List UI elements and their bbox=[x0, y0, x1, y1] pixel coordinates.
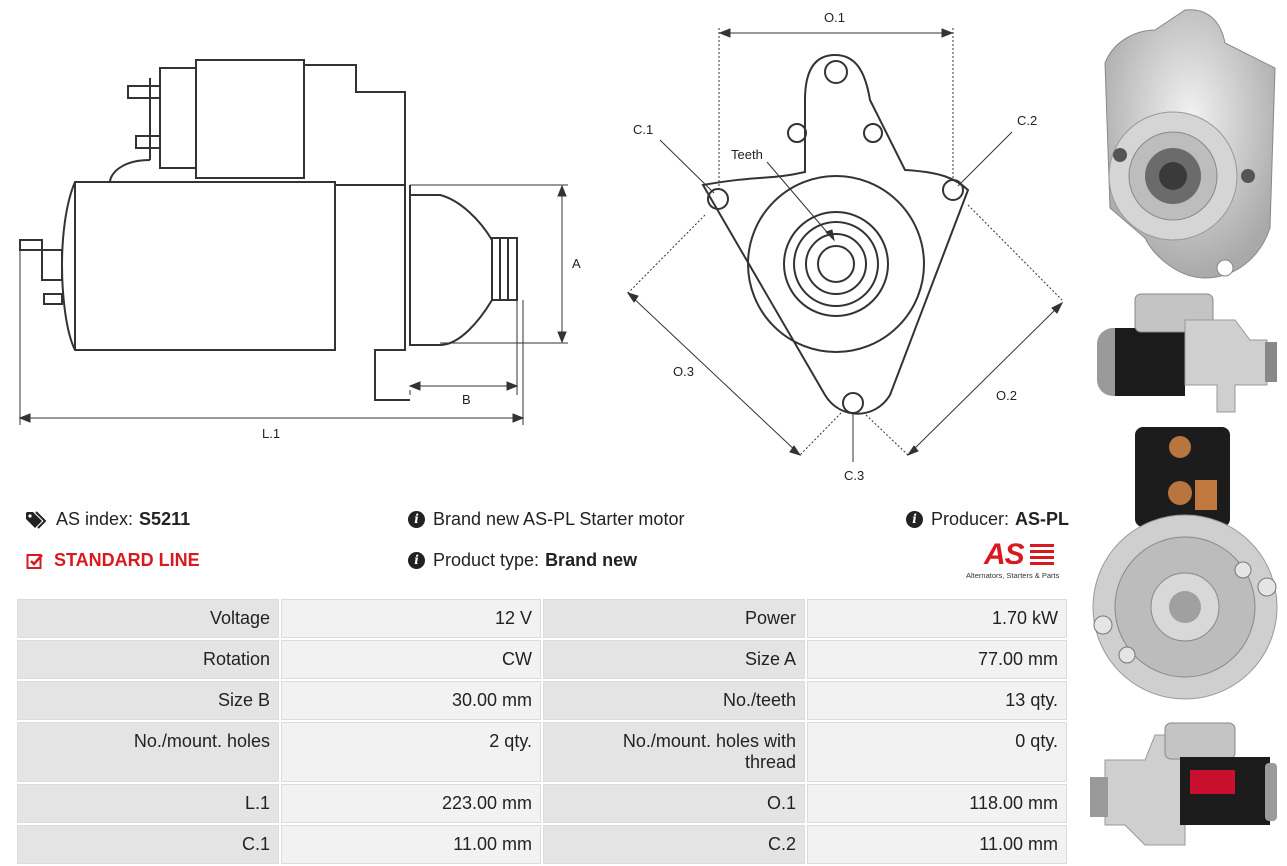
description-line: i Brand new AS-PL Starter motor bbox=[408, 509, 684, 530]
info-icon: i bbox=[408, 552, 425, 569]
table-row: C.1 11.00 mm C.2 11.00 mm bbox=[17, 825, 1067, 864]
spec-value: 223.00 mm bbox=[281, 784, 541, 823]
spec-value: 12 V bbox=[281, 599, 541, 638]
as-pl-logo: AS Alternators, Starters & Parts bbox=[966, 540, 1068, 582]
side-view-dimensions bbox=[18, 184, 568, 425]
spec-label: Power bbox=[543, 599, 805, 638]
technical-drawings: A B L.1 O.1 C.1 bbox=[0, 0, 1080, 495]
table-row: No./mount. holes 2 qty. No./mount. holes… bbox=[17, 722, 1067, 782]
info-icon: i bbox=[906, 511, 923, 528]
spec-value: 118.00 mm bbox=[807, 784, 1067, 823]
spec-value: 30.00 mm bbox=[281, 681, 541, 720]
producer-line: i Producer: AS-PL bbox=[906, 509, 1069, 530]
spec-label: L.1 bbox=[17, 784, 279, 823]
spec-label: Rotation bbox=[17, 640, 279, 679]
standard-line-badge: STANDARD LINE bbox=[26, 550, 200, 571]
table-row: Voltage 12 V Power 1.70 kW bbox=[17, 599, 1067, 638]
producer-value: AS-PL bbox=[1015, 509, 1070, 529]
spec-label: Size A bbox=[543, 640, 805, 679]
product-type-value: Brand new bbox=[545, 550, 638, 570]
label-l1: L.1 bbox=[262, 426, 280, 441]
spec-value: 77.00 mm bbox=[807, 640, 1067, 679]
product-type-line: i Product type: Brand new bbox=[408, 550, 637, 571]
photo-side-view-top[interactable] bbox=[1085, 290, 1285, 415]
as-index-value: S5211 bbox=[139, 509, 191, 529]
photo-front-view[interactable] bbox=[1085, 8, 1285, 293]
front-view-dimensions bbox=[626, 28, 1064, 462]
check-square-icon bbox=[26, 553, 43, 569]
photo-side-view-bottom[interactable] bbox=[1085, 715, 1285, 860]
description-text: Brand new AS-PL Starter motor bbox=[433, 509, 685, 529]
label-o2: O.2 bbox=[996, 388, 1017, 403]
spec-value: 0 qty. bbox=[807, 722, 1067, 782]
label-o3: O.3 bbox=[673, 364, 694, 379]
label-b: B bbox=[462, 392, 471, 407]
spec-label: C.1 bbox=[17, 825, 279, 864]
standard-line-text: STANDARD LINE bbox=[54, 550, 200, 570]
label-c3: C.3 bbox=[844, 468, 864, 483]
as-index-label: AS index: bbox=[56, 509, 134, 529]
photo-rear-view[interactable] bbox=[1085, 425, 1285, 705]
specs-table: Voltage 12 V Power 1.70 kW Rotation CW S… bbox=[15, 597, 1069, 866]
label-a: A bbox=[572, 256, 581, 271]
product-type-label: Product type: bbox=[433, 550, 540, 570]
spec-label: Voltage bbox=[17, 599, 279, 638]
front-view-drawing bbox=[701, 53, 970, 415]
product-photos bbox=[1085, 0, 1287, 860]
spec-value: CW bbox=[281, 640, 541, 679]
spec-value: 2 qty. bbox=[281, 722, 541, 782]
label-c1: C.1 bbox=[633, 122, 653, 137]
logo-stripes bbox=[1030, 544, 1054, 566]
spec-label: No./mount. holes with thread bbox=[543, 722, 805, 782]
spec-label: O.1 bbox=[543, 784, 805, 823]
logo-tagline: Alternators, Starters & Parts bbox=[966, 571, 1060, 580]
producer-label: Producer: bbox=[931, 509, 1010, 529]
side-view-drawing bbox=[19, 59, 518, 401]
as-index-line: AS index: S5211 bbox=[26, 509, 190, 530]
logo-mark: AS bbox=[984, 538, 1025, 571]
table-row: L.1 223.00 mm O.1 118.00 mm bbox=[17, 784, 1067, 823]
label-o1: O.1 bbox=[824, 10, 845, 25]
spec-label: No./teeth bbox=[543, 681, 805, 720]
spec-value: 11.00 mm bbox=[281, 825, 541, 864]
spec-label: Size B bbox=[17, 681, 279, 720]
spec-value: 1.70 kW bbox=[807, 599, 1067, 638]
spec-label: No./mount. holes bbox=[17, 722, 279, 782]
label-teeth: Teeth bbox=[731, 147, 763, 162]
info-icon: i bbox=[408, 511, 425, 528]
spec-value: 11.00 mm bbox=[807, 825, 1067, 864]
spec-value: 13 qty. bbox=[807, 681, 1067, 720]
table-row: Rotation CW Size A 77.00 mm bbox=[17, 640, 1067, 679]
table-row: Size B 30.00 mm No./teeth 13 qty. bbox=[17, 681, 1067, 720]
spec-label: C.2 bbox=[543, 825, 805, 864]
label-c2: C.2 bbox=[1017, 113, 1037, 128]
tags-icon bbox=[26, 510, 47, 529]
